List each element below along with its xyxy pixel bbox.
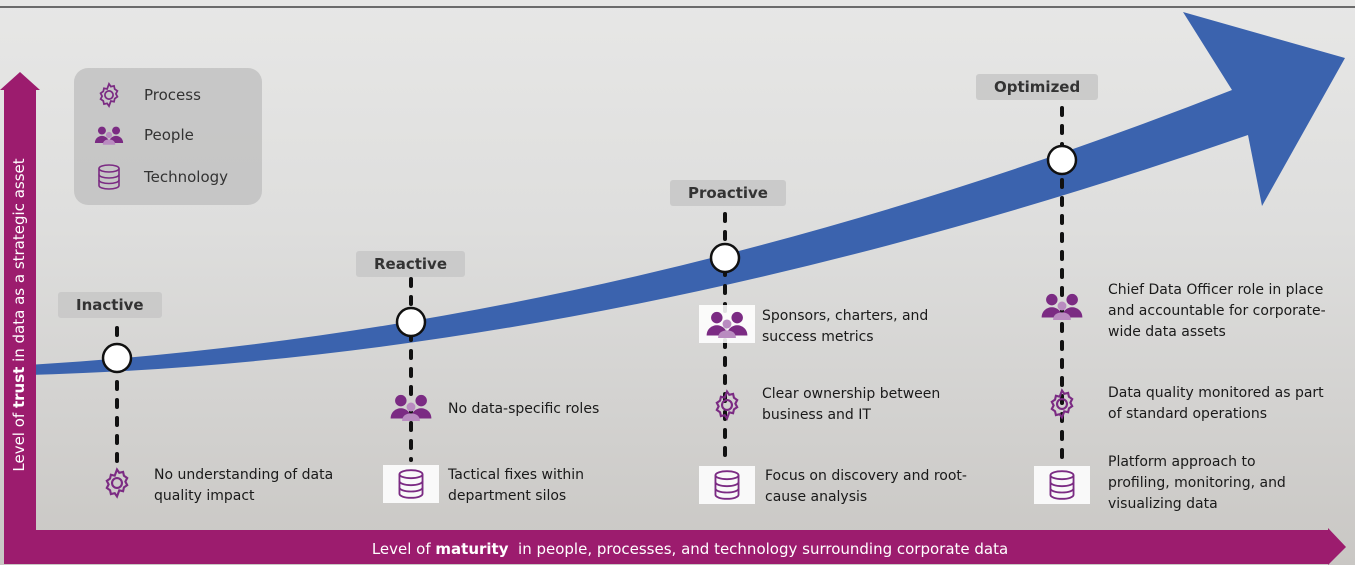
- y-axis-label-prefix: Level of: [10, 408, 28, 472]
- x-axis-label-suffix: in people, processes, and technology sur…: [508, 540, 1009, 558]
- y-axis-arrowhead: [0, 72, 40, 90]
- y-axis-label-suffix: in data as a strategic asset: [10, 158, 28, 367]
- gear-icon: [94, 82, 124, 108]
- stage-badge-inactive: Inactive: [58, 292, 162, 318]
- optimized-technology-text: Platform approach to profiling, monitori…: [1108, 454, 1286, 512]
- stage-badge-optimized: Optimized: [976, 74, 1099, 100]
- legend-label: Technology: [144, 168, 229, 186]
- x-axis-bar: [4, 530, 1329, 564]
- people-icon: [383, 388, 439, 426]
- x-axis-label-emphasis: maturity: [435, 540, 509, 558]
- database-icon: [383, 465, 439, 503]
- legend-label: Process: [144, 86, 201, 104]
- growth-arrow: [28, 12, 1345, 375]
- optimized-process-text: Data quality monitored as part of standa…: [1108, 385, 1324, 422]
- proactive-technology-text: Focus on discovery and root-cause analys…: [765, 468, 967, 505]
- legend-label: People: [144, 126, 194, 144]
- legend-item-technology: Technology: [94, 164, 228, 190]
- reactive-technology-text: Tactical fixes within department silos: [448, 467, 585, 504]
- database-icon: [1034, 466, 1090, 504]
- gear-icon: [1034, 385, 1090, 423]
- legend: Process People Technology: [74, 68, 262, 205]
- reactive-people-text: No data-specific roles: [448, 401, 600, 417]
- stage-badge-proactive: Proactive: [670, 180, 786, 206]
- y-axis-label-emphasis: trust: [10, 366, 28, 409]
- inactive-milestone: [101, 342, 133, 374]
- gear-icon: [89, 464, 145, 502]
- people-icon: [699, 305, 755, 343]
- x-axis-label: Level of maturity in people, processes, …: [0, 540, 1355, 558]
- x-axis-arrowhead: [1328, 528, 1346, 565]
- database-icon: [94, 164, 124, 190]
- optimized-milestone: [1046, 144, 1078, 176]
- legend-item-people: People: [94, 122, 194, 148]
- top-rule: [0, 6, 1355, 8]
- y-axis-bar: [4, 90, 36, 542]
- proactive-process-text: Clear ownership between business and IT: [762, 386, 941, 423]
- people-icon: [1034, 287, 1090, 325]
- database-icon: [699, 466, 755, 504]
- people-icon: [94, 122, 124, 148]
- inactive-process-text: No understanding of data quality impact: [154, 467, 334, 504]
- gear-icon: [699, 386, 755, 424]
- proactive-people-text: Sponsors, charters, and success metrics: [762, 308, 929, 345]
- proactive-milestone: [709, 242, 741, 274]
- x-axis-label-prefix: Level of: [371, 540, 436, 558]
- stage-badge-reactive: Reactive: [356, 251, 466, 277]
- y-axis-label: Level of trust in data as a strategic as…: [10, 158, 28, 471]
- legend-item-process: Process: [94, 82, 201, 108]
- optimized-people-text: Chief Data Officer role in place and acc…: [1108, 282, 1326, 340]
- reactive-milestone: [395, 306, 427, 338]
